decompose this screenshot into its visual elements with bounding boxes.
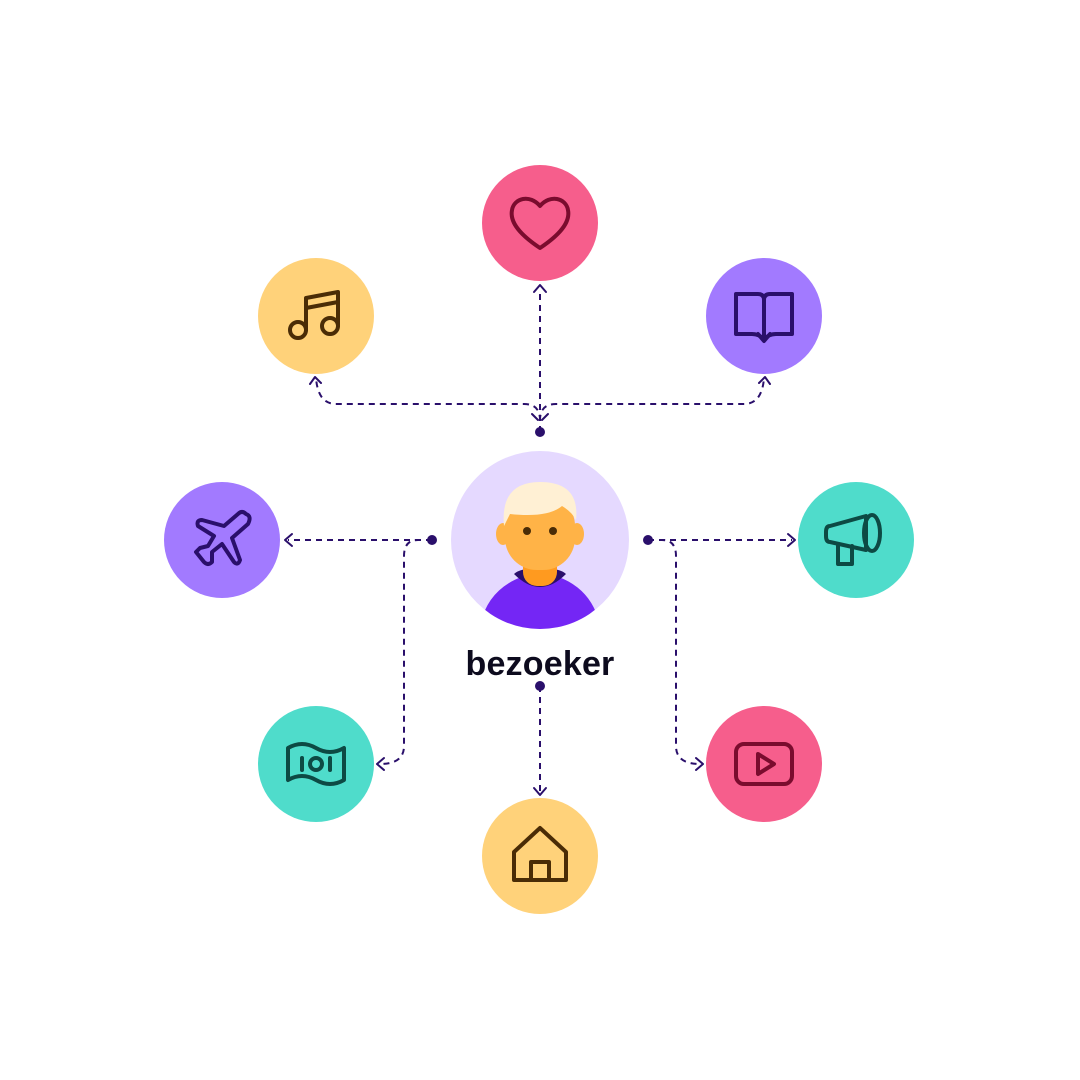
center-label: bezoeker — [465, 645, 614, 683]
node-book — [706, 258, 822, 374]
connector-video — [648, 539, 701, 765]
hub-dots — [427, 427, 653, 691]
video-play-icon — [734, 742, 794, 786]
arrowhead-plane — [284, 533, 293, 547]
connectors — [288, 290, 792, 792]
arrowhead-video — [695, 757, 704, 771]
node-money-circle — [258, 706, 374, 822]
airplane-icon — [194, 510, 252, 566]
node-heart — [482, 165, 598, 281]
music-note-icon — [288, 290, 340, 340]
arrowhead-money — [376, 757, 385, 771]
connector-money — [379, 539, 432, 765]
arrowhead-book — [758, 376, 771, 385]
center-node: bezoeker — [451, 451, 629, 683]
hub-dot-right — [643, 535, 653, 545]
arrowhead-music — [309, 376, 322, 385]
node-music — [258, 258, 374, 374]
node-music-circle — [258, 258, 374, 374]
visitor-avatar-icon — [478, 482, 602, 629]
hub-dot-left — [427, 535, 437, 545]
arrowhead-heart — [533, 284, 547, 293]
arrowhead-home — [533, 787, 547, 796]
heart-icon — [509, 196, 571, 250]
node-megaphone-circle — [798, 482, 914, 598]
connector-music — [315, 377, 541, 432]
arrowheads — [284, 284, 796, 796]
node-heart-circle — [482, 165, 598, 281]
home-icon — [512, 826, 568, 882]
hub-dot-top — [535, 427, 545, 437]
split-chevron-right — [541, 413, 549, 421]
hub-dot-bottom — [535, 681, 545, 691]
node-plane-circle — [164, 482, 280, 598]
node-video — [706, 706, 822, 822]
megaphone-icon — [824, 513, 882, 566]
connector-book — [539, 377, 765, 432]
arrowhead-megaphone — [787, 533, 796, 547]
split-chevron-left — [531, 413, 539, 421]
node-home-circle — [482, 798, 598, 914]
node-home — [482, 798, 598, 914]
node-megaphone — [798, 482, 914, 598]
node-video-circle — [706, 706, 822, 822]
book-icon — [734, 292, 794, 343]
node-plane — [164, 482, 280, 598]
node-money — [258, 706, 374, 822]
money-icon — [286, 742, 346, 786]
